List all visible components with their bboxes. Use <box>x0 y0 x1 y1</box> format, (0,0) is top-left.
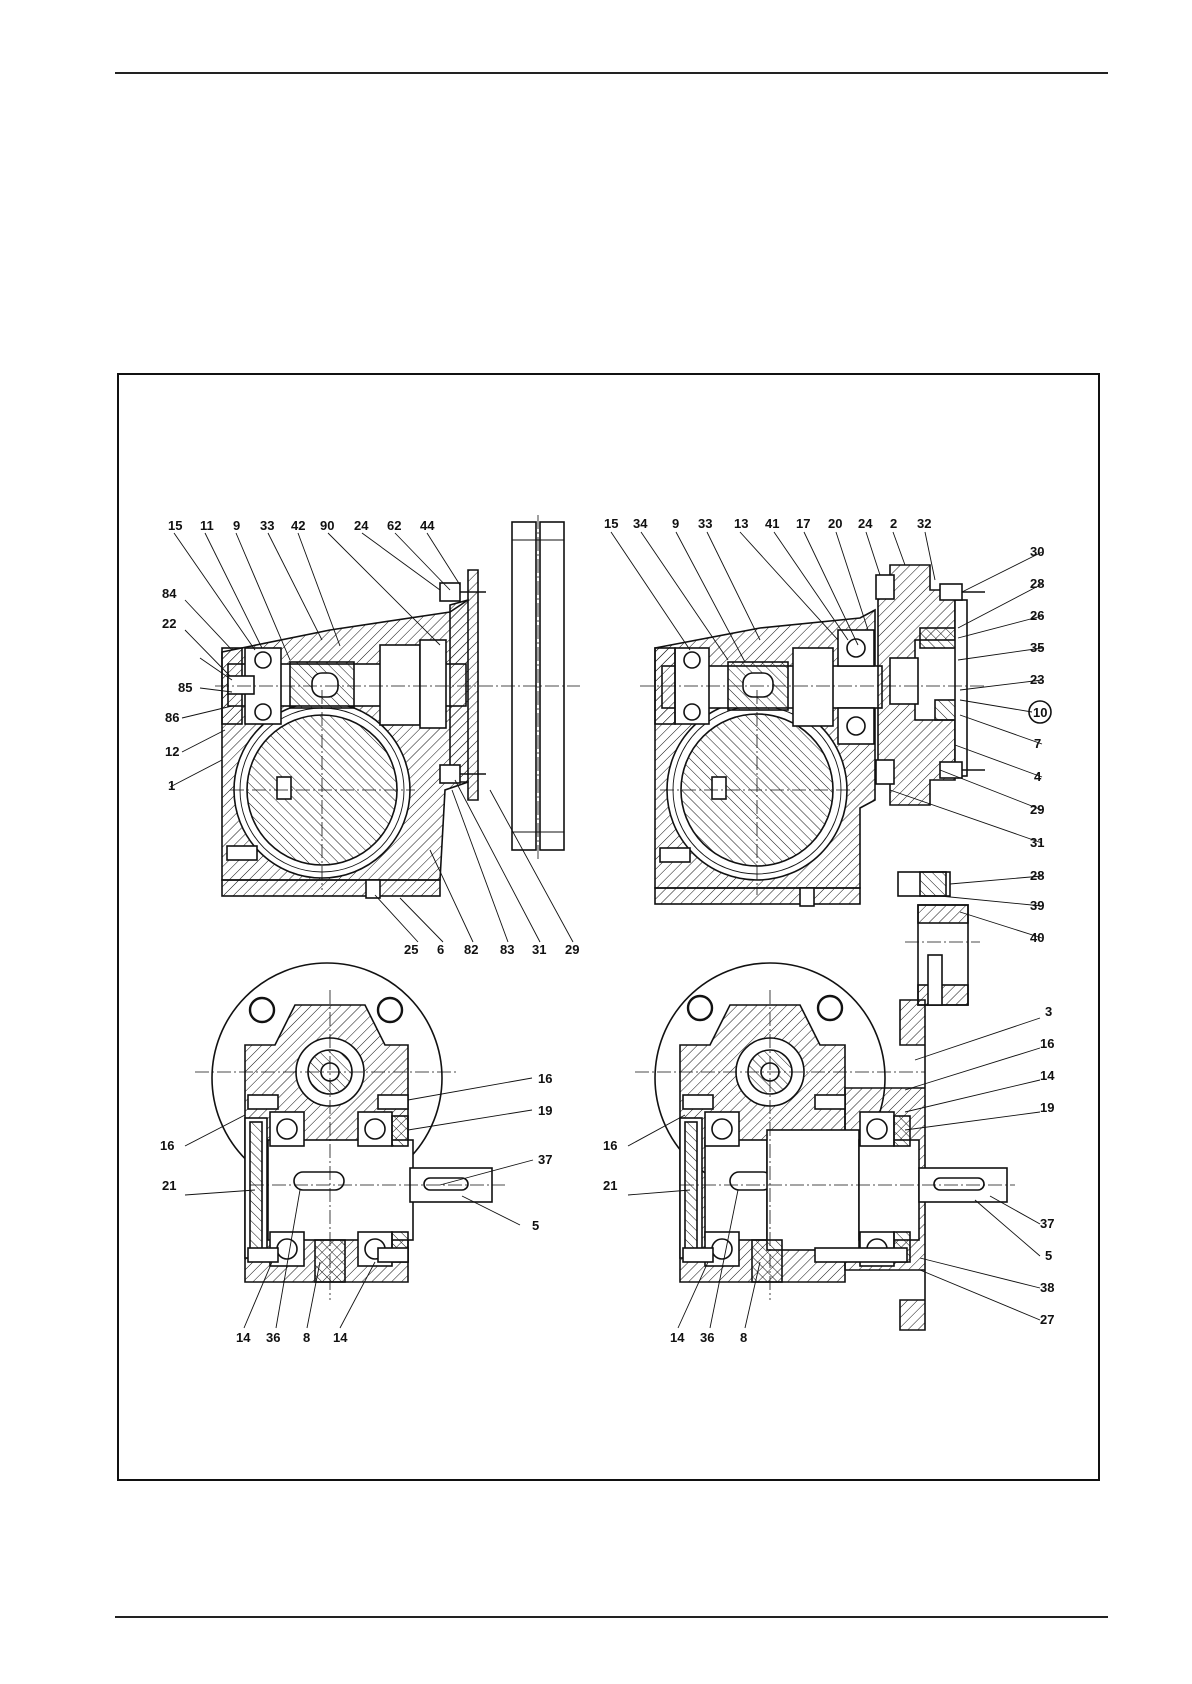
callout-label: 8 <box>740 1330 747 1345</box>
callout-label: 20 <box>828 516 842 531</box>
callout-label: 29 <box>1030 802 1044 817</box>
callout-label: 44 <box>420 518 435 533</box>
callout-label: 32 <box>917 516 931 531</box>
callout-label: 21 <box>603 1178 617 1193</box>
callout-label: 9 <box>672 516 679 531</box>
view-bottom-left: 16 19 16 37 21 5 14 36 8 14 <box>160 963 552 1345</box>
callout-label: 39 <box>1030 898 1044 913</box>
callout-label: 31 <box>1030 835 1044 850</box>
callout-label: 16 <box>1040 1036 1054 1051</box>
callout-label: 37 <box>1040 1216 1054 1231</box>
callout-label: 23 <box>1030 672 1044 687</box>
callout-label: 28 <box>1030 576 1044 591</box>
callout-label: 4 <box>1034 769 1042 784</box>
callout-label: 36 <box>266 1330 280 1345</box>
callout-label: 1 <box>168 778 175 793</box>
callout-label: 90 <box>320 518 334 533</box>
callout-label: 19 <box>1040 1100 1054 1115</box>
callout-label: 27 <box>1040 1312 1054 1327</box>
callout-label: 82 <box>464 942 478 957</box>
callout-label: 31 <box>532 942 546 957</box>
callout-label: 40 <box>1030 930 1044 945</box>
callout-label: 30 <box>1030 544 1044 559</box>
callout-label: 24 <box>858 516 873 531</box>
callout-label: 35 <box>1030 640 1044 655</box>
callout-label: 84 <box>162 586 177 601</box>
callout-label: 14 <box>670 1330 685 1345</box>
callout-label: 14 <box>236 1330 251 1345</box>
callout-label: 37 <box>538 1152 552 1167</box>
callout-label: 9 <box>233 518 240 533</box>
callout-label: 19 <box>538 1103 552 1118</box>
view-bottom-right: 3 16 14 19 16 21 37 5 38 27 14 36 8 <box>603 963 1055 1345</box>
callout-label: 8 <box>303 1330 310 1345</box>
view-top-left: 15 11 9 33 42 90 24 62 44 84 22 85 86 12… <box>162 515 580 957</box>
callout-label: 22 <box>162 616 176 631</box>
callout-label: 15 <box>604 516 618 531</box>
callout-label: 13 <box>734 516 748 531</box>
callout-label: 17 <box>796 516 810 531</box>
callout-label: 26 <box>1030 608 1044 623</box>
callout-label: 42 <box>291 518 305 533</box>
callout-label: 14 <box>1040 1068 1055 1083</box>
callout-label: 21 <box>162 1178 176 1193</box>
callout-label: 36 <box>700 1330 714 1345</box>
callout-label: 34 <box>633 516 648 531</box>
callout-label: 41 <box>765 516 779 531</box>
view-top-right: 15 34 9 33 13 41 17 20 24 2 32 30 28 26 … <box>604 516 1051 1005</box>
callout-label: 6 <box>437 942 444 957</box>
callout-label: 38 <box>1040 1280 1054 1295</box>
callout-label: 5 <box>1045 1248 1052 1263</box>
callout-label: 12 <box>165 744 179 759</box>
callout-label: 16 <box>603 1138 617 1153</box>
callout-label: 28 <box>1030 868 1044 883</box>
callout-label: 3 <box>1045 1004 1052 1019</box>
callout-label: 85 <box>178 680 192 695</box>
callout-label: 62 <box>387 518 401 533</box>
callout-label: 15 <box>168 518 182 533</box>
callout-label: 11 <box>200 518 214 533</box>
callout-label: 7 <box>1034 736 1041 751</box>
callout-label: 83 <box>500 942 514 957</box>
callout-label: 86 <box>165 710 179 725</box>
callout-label: 33 <box>260 518 274 533</box>
callout-label: 5 <box>532 1218 539 1233</box>
callout-label: 24 <box>354 518 369 533</box>
callout-label: 25 <box>404 942 418 957</box>
callout-label: 29 <box>565 942 579 957</box>
callout-label: 16 <box>538 1071 552 1086</box>
callout-label: 10 <box>1033 705 1047 720</box>
callout-label: 14 <box>333 1330 348 1345</box>
callout-label: 2 <box>890 516 897 531</box>
callout-label: 16 <box>160 1138 174 1153</box>
callout-label: 33 <box>698 516 712 531</box>
